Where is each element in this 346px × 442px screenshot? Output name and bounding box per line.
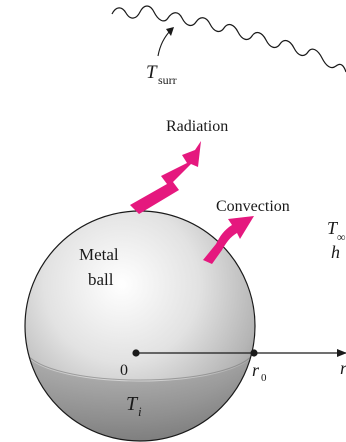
- h-label: h: [331, 242, 340, 262]
- origin-dot: [132, 349, 139, 356]
- surroundings-pointer: [158, 30, 171, 56]
- t-surr-subscript: surr: [158, 73, 177, 87]
- origin-label: 0: [120, 362, 128, 379]
- radiation-arrow: [130, 141, 201, 214]
- r-axis-label: r: [340, 358, 346, 378]
- metal-ball-label-line2: ball: [88, 270, 114, 289]
- r0-subscript: 0: [261, 372, 267, 384]
- convection-label: Convection: [216, 198, 290, 215]
- radiation-label: Radiation: [166, 118, 228, 135]
- t-surr-label: T: [146, 62, 158, 83]
- metal-ball-label-line1: Metal: [79, 245, 119, 264]
- t-i-subscript: i: [138, 404, 142, 419]
- r0-label: r: [252, 360, 260, 380]
- r0-dot: [250, 349, 257, 356]
